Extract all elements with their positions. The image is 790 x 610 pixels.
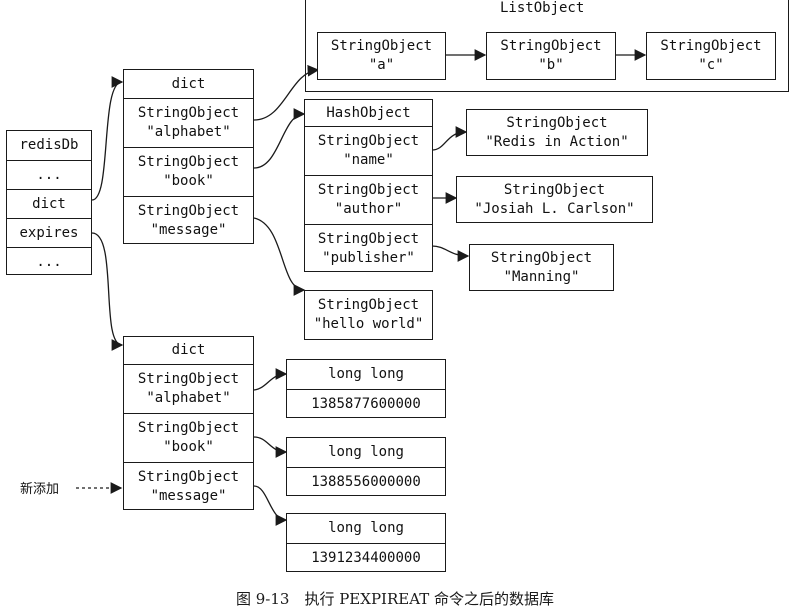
listobject-frame: [305, 0, 789, 92]
redisdb-title: redisDb: [19, 137, 79, 153]
figure-caption: 图 9-13 执行 PEXPIREAT 命令之后的数据库: [235, 590, 554, 608]
arrow-db-dict: [91, 76, 124, 201]
expires-dict-header: dict: [171, 342, 206, 358]
expires-key-book: StringObject "book": [124, 413, 253, 462]
arrow-exp-message: [253, 485, 288, 526]
arrow-name-value: [431, 126, 468, 151]
expire-value-alphabet: long long 1385877600000: [286, 359, 446, 418]
redisdb-row-expires: expires: [7, 218, 91, 247]
expires-key-message: StringObject "message": [124, 462, 253, 511]
list-node-b: StringObject "b": [486, 32, 616, 80]
hash-field-author: StringObject "author": [305, 175, 432, 224]
redisdb-row-ellipsis-2: ...: [7, 247, 91, 276]
dict-header: dict: [171, 75, 206, 92]
arrow-db-expires: [91, 232, 124, 351]
expires-key-alphabet: StringObject "alphabet": [124, 364, 253, 413]
hashobject-header: HashObject: [326, 104, 411, 121]
hash-value-name: StringObject "Redis in Action": [466, 109, 648, 156]
arrow-exp-book: [253, 436, 288, 458]
hashobject-box: HashObject StringObject "name" StringObj…: [304, 99, 433, 272]
new-added-annotation: 新添加: [20, 482, 60, 497]
expire-value-type: long long: [328, 444, 404, 460]
listobject-title: ListObject: [500, 0, 585, 16]
expires-dict-box: dict StringObject "alphabet" StringObjec…: [123, 336, 254, 510]
expire-value-timestamp: 1385877600000: [287, 389, 445, 419]
redisdb-row-ellipsis-1: ...: [7, 160, 91, 189]
hash-field-name: StringObject "name": [305, 126, 432, 175]
arrow-exp-alphabet: [253, 368, 288, 391]
arrow-publisher-value: [431, 245, 470, 262]
list-node-c: StringObject "c": [646, 32, 776, 80]
expire-value-message: long long 1391234400000: [286, 513, 446, 572]
message-value-box: StringObject "hello world": [304, 290, 433, 340]
hash-field-publisher: StringObject "publisher": [305, 224, 432, 273]
arrow-book-hash: [253, 108, 306, 169]
dict-key-book: StringObject "book": [124, 147, 253, 196]
dict-key-alphabet: StringObject "alphabet": [124, 98, 253, 147]
arrow-message-hello: [253, 217, 306, 296]
redisdb-row-dict: dict: [7, 189, 91, 218]
dict-key-message: StringObject "message": [124, 196, 253, 245]
expire-value-timestamp: 1391234400000: [287, 543, 445, 573]
list-node-a: StringObject "a": [317, 32, 446, 80]
hash-value-publisher: StringObject "Manning": [469, 244, 614, 291]
expire-value-timestamp: 1388556000000: [287, 467, 445, 497]
dict-box: dict StringObject "alphabet" StringObjec…: [123, 69, 254, 244]
expire-value-type: long long: [328, 520, 404, 536]
hash-value-author: StringObject "Josiah L. Carlson": [456, 176, 653, 223]
expire-value-book: long long 1388556000000: [286, 437, 446, 496]
expire-value-type: long long: [328, 366, 404, 382]
redisdb-box: redisDb ... dict expires ...: [6, 130, 92, 275]
